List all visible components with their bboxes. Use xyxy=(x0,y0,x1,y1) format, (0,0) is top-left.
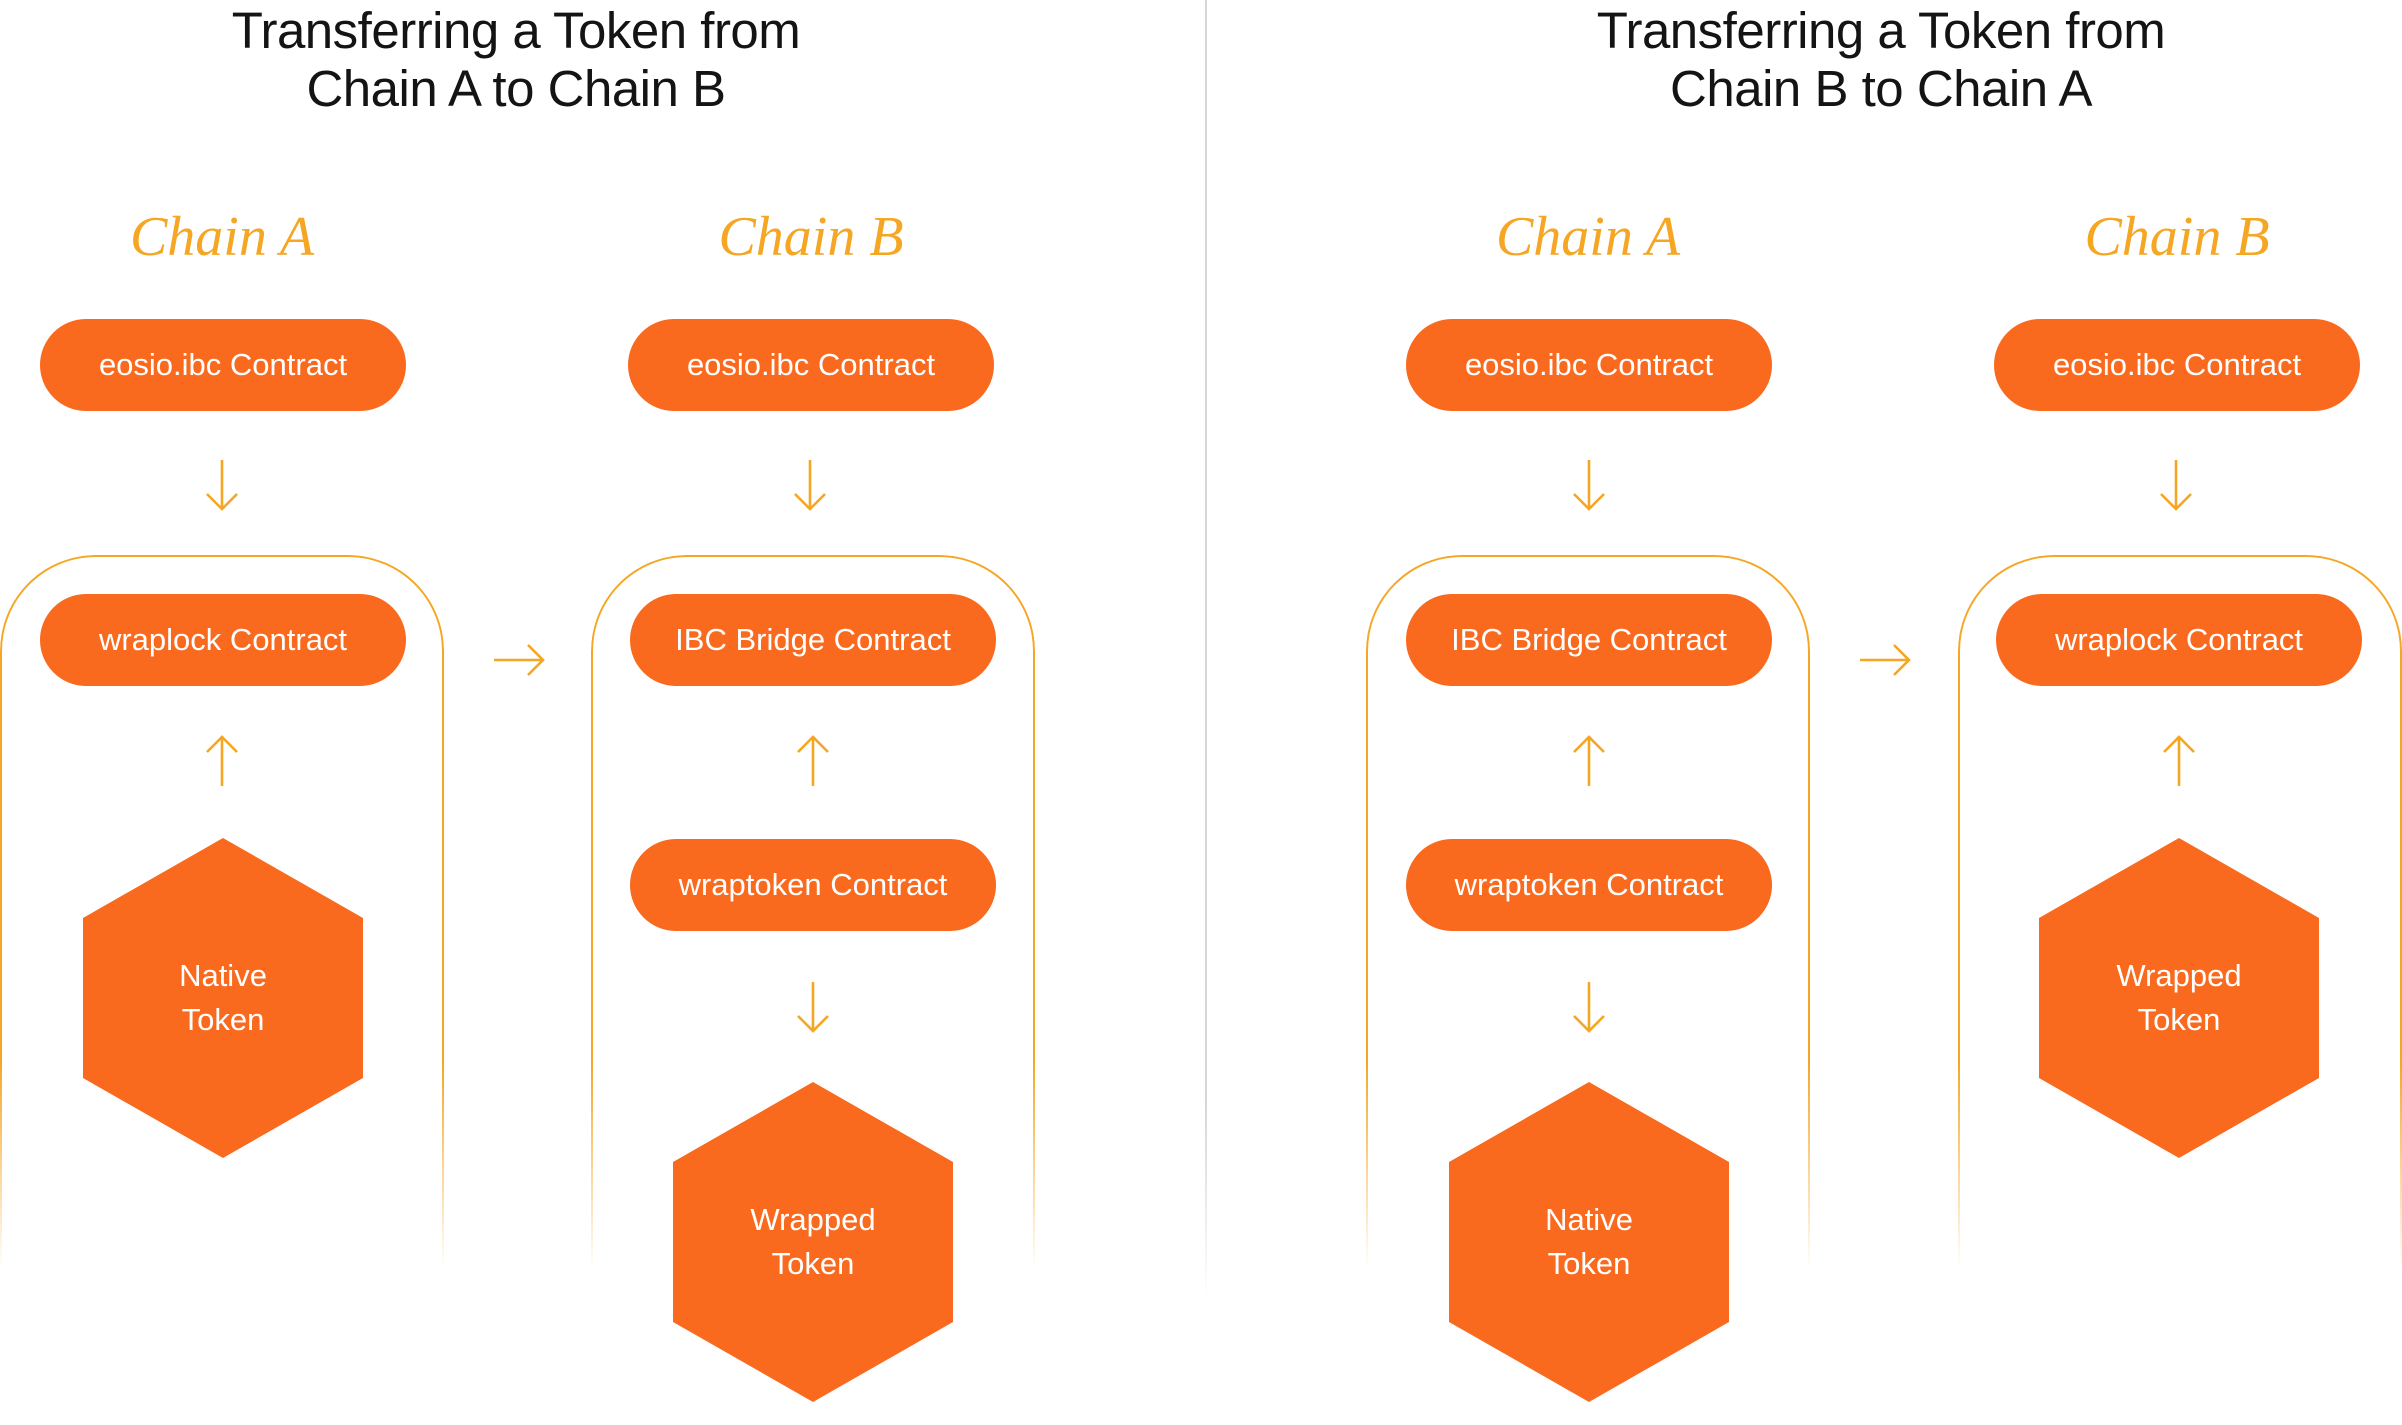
panel-title-line1: Transferring a Token from xyxy=(231,2,801,59)
wrapped-token-hexagon: Wrapped Token xyxy=(2039,838,2319,1158)
eosio-ibc-contract-node: eosio.ibc Contract xyxy=(40,319,406,411)
wraptoken-contract-node: wraptoken Contract xyxy=(1406,839,1772,931)
token-label-line1: Wrapped xyxy=(750,1202,876,1237)
native-token-hexagon: Native Token xyxy=(83,838,363,1158)
chain-label: Chain B xyxy=(2084,206,2270,268)
panel-title: Transferring a Token from Chain A to Cha… xyxy=(66,2,966,118)
ibc-bridge-contract-node: IBC Bridge Contract xyxy=(1406,594,1772,686)
arrow-down-icon xyxy=(795,980,831,1034)
wraplock-contract-node: wraplock Contract xyxy=(40,594,406,686)
panel-title-line2: Chain B to Chain A xyxy=(1670,60,2092,117)
chain-label: Chain A xyxy=(129,206,315,268)
ibc-bridge-contract-node: IBC Bridge Contract xyxy=(630,594,996,686)
chain-label: Chain A xyxy=(1495,206,1681,268)
token-label-line1: Wrapped xyxy=(2116,958,2242,993)
chain-group-outline xyxy=(0,555,444,1425)
arrow-down-icon xyxy=(2158,458,2194,512)
chain-group-outline xyxy=(1366,555,1810,1425)
panel-title-line2: Chain A to Chain B xyxy=(306,60,726,117)
token-label-line2: Token xyxy=(2137,1002,2221,1037)
eosio-ibc-contract-node: eosio.ibc Contract xyxy=(1994,319,2360,411)
token-label-line2: Token xyxy=(181,1002,265,1037)
panel-title: Transferring a Token from Chain B to Cha… xyxy=(1431,2,2331,118)
panel-divider xyxy=(1205,0,1207,1300)
eosio-ibc-contract-node: eosio.ibc Contract xyxy=(1406,319,1772,411)
arrow-down-icon xyxy=(1571,980,1607,1034)
arrow-up-icon xyxy=(2161,734,2197,788)
token-label-line2: Token xyxy=(771,1246,855,1281)
native-token-hexagon: Native Token xyxy=(1449,1082,1729,1402)
wrapped-token-hexagon: Wrapped Token xyxy=(673,1082,953,1402)
wraplock-contract-node: wraplock Contract xyxy=(1996,594,2362,686)
arrow-up-icon xyxy=(1571,734,1607,788)
arrow-right-icon xyxy=(492,642,546,678)
arrow-down-icon xyxy=(1571,458,1607,512)
token-label-line1: Native xyxy=(1545,1202,1633,1237)
eosio-ibc-contract-node: eosio.ibc Contract xyxy=(628,319,994,411)
chain-group-outline xyxy=(591,555,1035,1425)
token-label-line2: Token xyxy=(1547,1246,1631,1281)
panel-title-line1: Transferring a Token from xyxy=(1596,2,2166,59)
token-label-line1: Native xyxy=(179,958,267,993)
arrow-down-icon xyxy=(204,458,240,512)
chain-group-outline xyxy=(1958,555,2402,1425)
arrow-down-icon xyxy=(792,458,828,512)
wraptoken-contract-node: wraptoken Contract xyxy=(630,839,996,931)
arrow-up-icon xyxy=(204,734,240,788)
chain-label: Chain B xyxy=(718,206,904,268)
arrow-right-icon xyxy=(1858,642,1912,678)
arrow-up-icon xyxy=(795,734,831,788)
